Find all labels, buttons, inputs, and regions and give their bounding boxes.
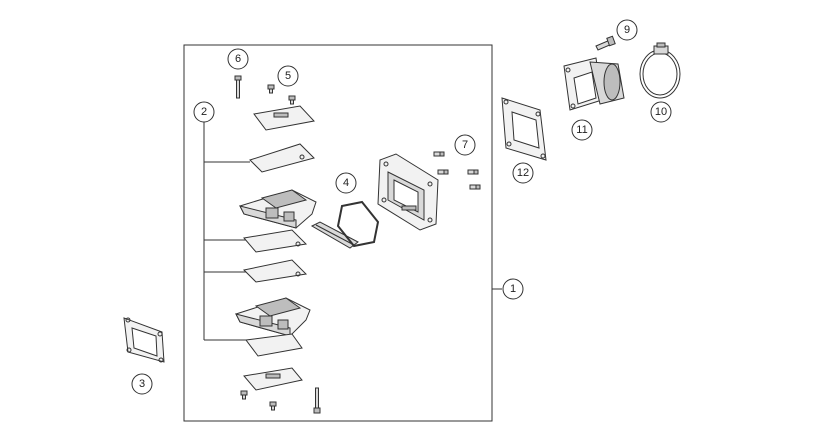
callout-label-1: 1 [510, 283, 516, 295]
reed-block-lower [235, 297, 311, 337]
reed-block-upper [239, 189, 317, 229]
gasket-12 [501, 97, 547, 161]
callout-1: 1 [502, 278, 524, 300]
hose-clamp-10 [639, 42, 681, 99]
callout-10: 10 [650, 101, 672, 123]
seal-strip [310, 221, 359, 249]
reed-stop-plate-bottom [243, 367, 303, 391]
leader-tree-2 [203, 122, 250, 341]
callout-5: 5 [277, 65, 299, 87]
callout-label-3: 3 [139, 378, 145, 390]
assembly-frame [183, 44, 493, 422]
callout-label-7: 7 [462, 139, 468, 151]
reed-petal-mid-2 [242, 259, 308, 283]
screws-7 [433, 151, 481, 190]
reed-petal-mid-1 [243, 229, 308, 253]
callout-2: 2 [193, 101, 215, 123]
callout-label-9: 9 [624, 24, 630, 36]
reed-petal-top [249, 143, 315, 173]
long-bolt-bottom [313, 387, 321, 414]
bolt-9 [595, 35, 616, 51]
callout-label-5: 5 [285, 70, 291, 82]
callout-4: 4 [335, 172, 357, 194]
callout-label-12: 12 [517, 167, 529, 179]
reed-housing [377, 153, 439, 231]
callout-11: 11 [571, 119, 593, 141]
intake-flange-11 [563, 57, 625, 111]
callout-label-2: 2 [201, 106, 207, 118]
callout-3: 3 [131, 373, 153, 395]
reed-petal-lower [245, 333, 303, 357]
reed-stop-plate-top [253, 105, 315, 131]
callout-7: 7 [454, 134, 476, 156]
callout-12: 12 [512, 162, 534, 184]
callout-label-4: 4 [343, 177, 349, 189]
small-screws-bottom [240, 390, 277, 411]
long-bolt-top [234, 75, 242, 99]
callout-label-6: 6 [235, 53, 241, 65]
o-ring-4 [336, 200, 380, 248]
callout-label-10: 10 [655, 106, 667, 118]
small-screws-5 [267, 84, 296, 105]
gasket-3 [123, 317, 165, 363]
callout-9: 9 [616, 19, 638, 41]
callout-label-11: 11 [576, 124, 587, 136]
callout-6: 6 [227, 48, 249, 70]
